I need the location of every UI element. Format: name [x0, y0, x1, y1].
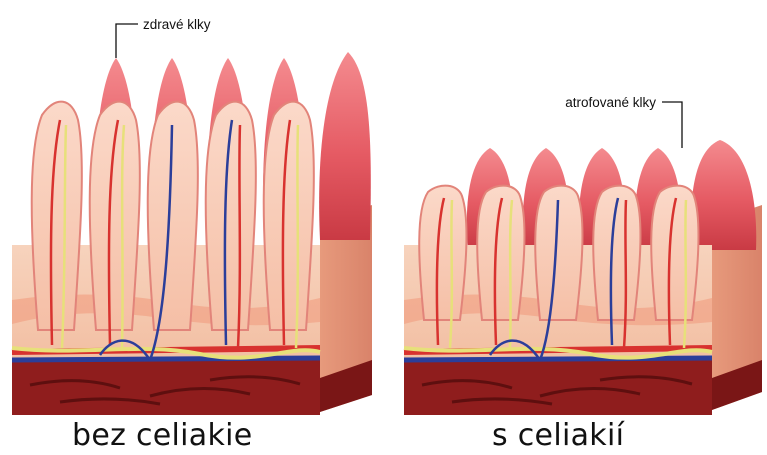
healthy-tissue-block: zdravé klky [12, 17, 372, 415]
atrophied-callout-line [662, 102, 682, 148]
caption-without-celiac: bez celiakie [72, 418, 253, 453]
atrophied-villi-label: atrofované klky [565, 95, 656, 110]
healthy-villi-label: zdravé klky [143, 17, 211, 32]
celiac-tissue-block: atrofované klky [404, 95, 762, 415]
caption-with-celiac: s celiakií [492, 418, 624, 453]
healthy-callout-line [116, 24, 138, 58]
